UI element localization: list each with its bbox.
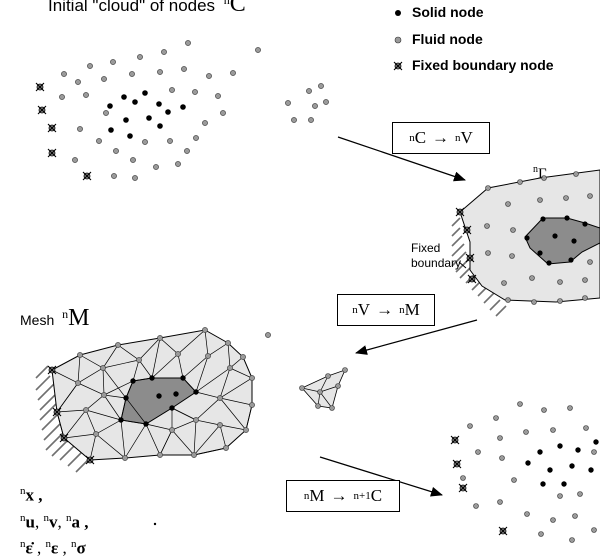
arrow-voronoi-to-mesh	[355, 319, 478, 355]
initial-cloud	[35, 40, 329, 181]
mesh-label: Mesh nM	[20, 305, 90, 331]
legend-fluid-marker	[394, 36, 402, 44]
mesh-fragment	[299, 367, 348, 411]
title-prefix: Initial "cloud" of nodes	[48, 0, 216, 15]
updated-fixed-nodes	[450, 435, 508, 536]
legend-fluid-label: Fluid node	[412, 31, 483, 47]
fixed-boundary-pointer	[458, 261, 467, 269]
updated-solid-nodes	[525, 439, 599, 487]
state-line-1: nx ,	[20, 485, 43, 505]
domain-panel	[451, 169, 600, 317]
page-title: Initial "cloud" of nodes nC	[48, 0, 246, 18]
cloud-fixed-nodes	[35, 82, 92, 181]
domain-fluid-nodes	[484, 171, 593, 305]
title-sup: n	[223, 0, 230, 8]
legend-markers	[393, 10, 403, 71]
mesh-hatch	[35, 365, 89, 473]
legend-fixed-label: Fixed boundary node	[412, 57, 554, 73]
legend-fixed-marker	[393, 61, 403, 71]
state-line-2: nu, nv, na ,	[20, 511, 89, 532]
legend-solid-marker	[395, 10, 401, 16]
mesh-fluid-nodes	[75, 327, 271, 461]
mesh-fixed-nodes	[47, 365, 95, 465]
state-line-3: nε̇ , nε , nσ	[20, 538, 86, 558]
stray-dot	[153, 522, 157, 526]
cloud-solid-nodes	[107, 90, 186, 139]
arrow-mesh-to-cloud	[319, 456, 443, 497]
mesh-solid-nodes	[118, 375, 199, 427]
domain-fixed-nodes	[455, 207, 477, 284]
mesh-panel	[35, 327, 348, 473]
domain-solid-nodes	[524, 215, 588, 266]
process-arrows	[319, 136, 478, 497]
state-variables: nx , nu, nv, na , nε̇ , nε , nσ	[20, 480, 88, 560]
domain-solid-region	[524, 217, 600, 265]
cloud-fluid-nodes	[59, 40, 329, 181]
arrow-cloud-to-voronoi	[337, 136, 466, 182]
legend-solid-label: Solid node	[412, 4, 484, 20]
updated-fluid-nodes	[460, 401, 597, 543]
title-symbol: C	[229, 0, 246, 17]
fixed-boundary-label: Fixed boundary	[411, 241, 462, 270]
gamma-label: nΓ	[533, 164, 547, 182]
updated-cloud	[450, 401, 599, 543]
